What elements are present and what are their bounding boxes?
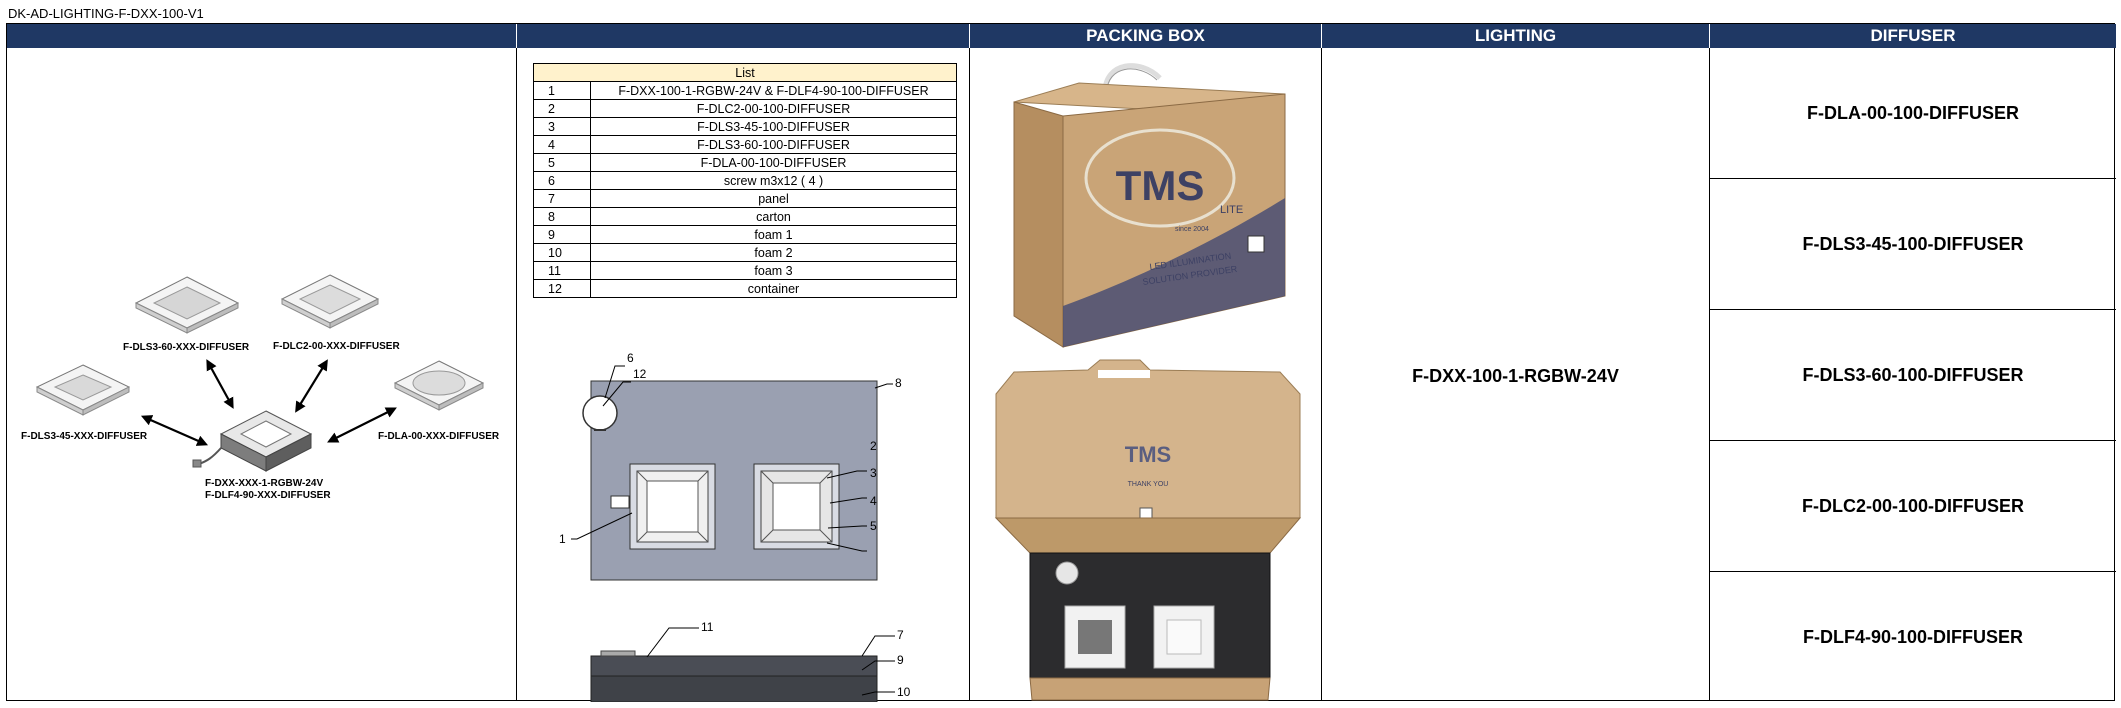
callout-12: 12 <box>633 367 647 381</box>
label-dls3-45: F-DLS3-45-XXX-DIFFUSER <box>21 431 148 442</box>
box-brand-sub: LITE <box>1220 204 1243 216</box>
label-light-diffuser: F-DLF4-90-XXX-DIFFUSER <box>205 490 331 501</box>
callout-4: 4 <box>870 494 877 508</box>
callout-2: 2 <box>870 439 877 453</box>
part-number: 3 <box>533 117 591 136</box>
part-name: carton <box>590 207 957 226</box>
label-dlc2: F-DLC2-00-XXX-DIFFUSER <box>273 341 400 352</box>
part-number: 10 <box>533 243 591 262</box>
callout-11: 11 <box>701 620 714 634</box>
part-number: 8 <box>533 207 591 226</box>
part-name: foam 2 <box>590 243 957 262</box>
box-brand: TMS <box>1116 162 1205 209</box>
callout-1: 1 <box>559 532 566 546</box>
diffuser-dls3-60-image <box>134 276 240 334</box>
label-light-model: F-DXX-XXX-1-RGBW-24V <box>205 478 324 489</box>
screw-container-icon <box>582 395 618 431</box>
callout-8: 8 <box>895 376 902 390</box>
part-name: container <box>590 279 957 298</box>
label-dls3-60: F-DLS3-60-XXX-DIFFUSER <box>123 342 250 353</box>
part-number: 4 <box>533 135 591 154</box>
lighting-model-name: F-DXX-100-1-RGBW-24V <box>1412 366 1619 386</box>
open-box-image: TMS THANK YOU <box>994 359 1302 701</box>
open-box-brand: TMS <box>1125 442 1171 467</box>
part-number: 7 <box>533 189 591 208</box>
header-lighting: LIGHTING <box>1322 24 1710 48</box>
diffuser-column: F-DLA-00-100-DIFFUSER F-DLS3-45-100-DIFF… <box>1710 48 2116 700</box>
part-name: panel <box>590 189 957 208</box>
diffuser-name: F-DLA-00-100-DIFFUSER <box>1710 48 2116 179</box>
overview-column: F-DLS3-60-XXX-DIFFUSER F-DLC2-00-XXX-DIF… <box>7 48 517 700</box>
part-name: F-DLS3-60-100-DIFFUSER <box>590 135 957 154</box>
callout-10: 10 <box>897 685 911 699</box>
diffuser-name: F-DLC2-00-100-DIFFUSER <box>1710 441 2116 572</box>
diffuser-dla-image <box>393 360 485 411</box>
packing-box-column: TMS LITE since 2004 LED ILLUMINATION SOL… <box>970 48 1322 701</box>
callout-3: 3 <box>870 466 877 480</box>
spec-sheet: PACKING BOX LIGHTING DIFFUSER <box>6 23 2116 702</box>
closed-box-image: TMS LITE since 2004 LED ILLUMINATION SOL… <box>1013 63 1286 348</box>
part-number: 6 <box>533 171 591 190</box>
header-packing-box: PACKING BOX <box>970 24 1322 48</box>
label-dla: F-DLA-00-XXX-DIFFUSER <box>378 431 500 442</box>
header-diffuser: DIFFUSER <box>1710 24 2116 48</box>
part-number: 1 <box>533 81 591 100</box>
part-name: foam 3 <box>590 261 957 280</box>
header-cell-list <box>517 24 970 48</box>
part-number: 11 <box>533 261 591 280</box>
callout-6: 6 <box>627 351 634 365</box>
lighting-column: F-DXX-100-1-RGBW-24V <box>1322 48 1710 700</box>
packing-box-images: TMS LITE since 2004 LED ILLUMINATION SOL… <box>994 63 1302 701</box>
part-name: F-DXX-100-1-RGBW-24V & F-DLF4-90-100-DIF… <box>590 81 957 100</box>
diffuser-dls3-45-image <box>35 364 131 416</box>
part-name: F-DLS3-45-100-DIFFUSER <box>590 117 957 136</box>
diffuser-name: F-DLS3-60-100-DIFFUSER <box>1710 310 2116 441</box>
part-name: F-DLC2-00-100-DIFFUSER <box>590 99 957 118</box>
part-number: 9 <box>533 225 591 244</box>
part-number: 2 <box>533 99 591 118</box>
parts-list-header-row: List <box>533 63 957 82</box>
part-number: 5 <box>533 153 591 172</box>
callout-9: 9 <box>897 653 904 667</box>
overview-illustration <box>35 274 485 472</box>
part-name: screw m3x12 ( 4 ) <box>590 171 957 190</box>
light-unit-image <box>192 410 313 472</box>
box-since: since 2004 <box>1175 226 1209 233</box>
diffuser-name: F-DLS3-45-100-DIFFUSER <box>1710 179 2116 310</box>
open-box-text: THANK YOU <box>1128 481 1169 488</box>
callout-7: 7 <box>897 628 904 642</box>
part-name: foam 1 <box>590 225 957 244</box>
part-name: F-DLA-00-100-DIFFUSER <box>590 153 957 172</box>
diffuser-dlc2-image <box>280 274 380 329</box>
diffuser-name: F-DLF4-90-100-DIFFUSER <box>1802 626 2024 647</box>
document-id: DK-AD-LIGHTING-F-DXX-100-V1 <box>8 6 204 21</box>
callout-5: 5 <box>870 519 877 533</box>
header-cell-overview <box>7 24 517 48</box>
part-number: 12 <box>533 279 591 298</box>
parts-list-title: List <box>533 63 957 82</box>
assembly-arrows <box>140 359 397 446</box>
